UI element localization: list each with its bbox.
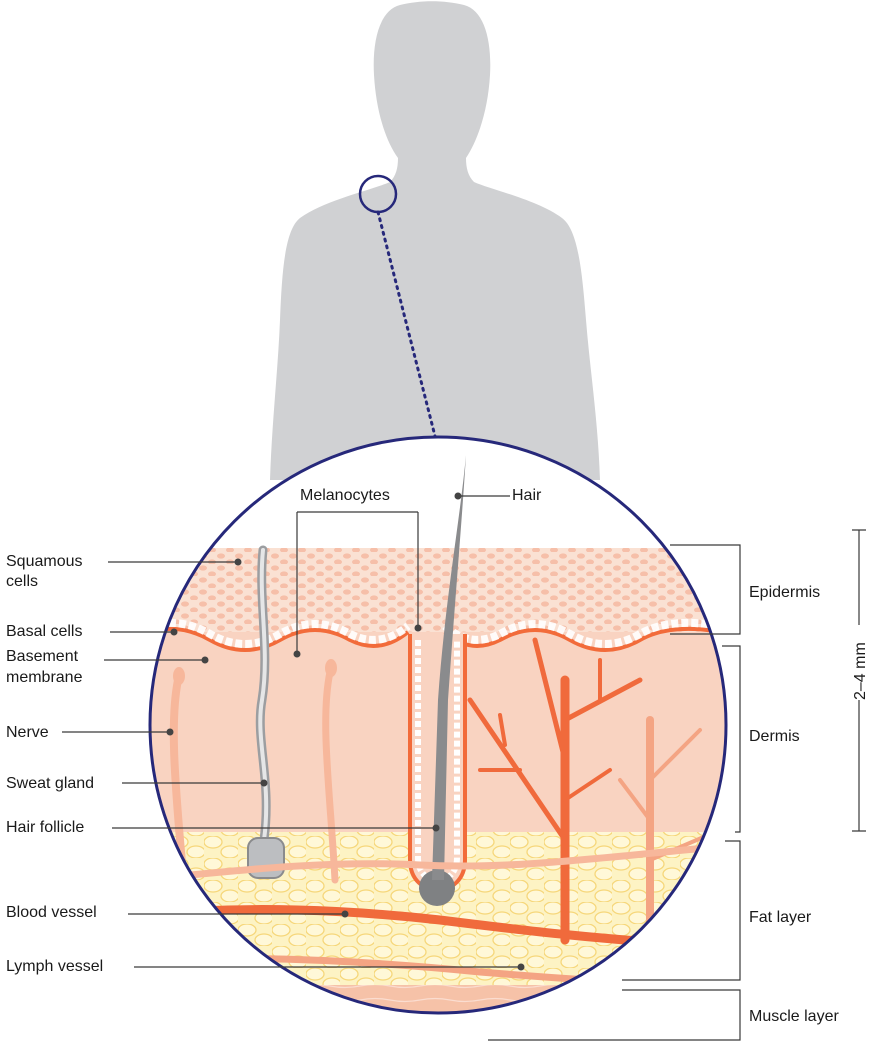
label-squamous-2: cells	[6, 573, 38, 590]
label-muscle-layer: Muscle layer	[749, 1008, 839, 1025]
label-blood-vessel: Blood vessel	[6, 904, 97, 921]
label-fat-layer: Fat layer	[749, 909, 812, 926]
label-nerve: Nerve	[6, 724, 49, 741]
label-hair: Hair	[512, 487, 542, 504]
muscle-region	[140, 985, 740, 1045]
body-silhouette	[270, 1, 600, 480]
skin-cross-section	[140, 430, 740, 1045]
label-melanocytes: Melanocytes	[300, 487, 390, 504]
label-sweat-gland: Sweat gland	[6, 775, 94, 792]
label-squamous-1: Squamous	[6, 553, 83, 570]
label-thickness: 2–4 mm	[852, 642, 869, 700]
label-hair-follicle: Hair follicle	[6, 819, 84, 836]
label-basement-2: membrane	[6, 669, 83, 686]
label-basal-cells: Basal cells	[6, 623, 82, 640]
label-basement-1: Basement	[6, 648, 79, 665]
label-lymph-vessel: Lymph vessel	[6, 958, 103, 975]
thickness-scale: 2–4 mm	[852, 530, 869, 831]
label-dermis: Dermis	[749, 728, 800, 745]
label-epidermis: Epidermis	[749, 584, 820, 601]
